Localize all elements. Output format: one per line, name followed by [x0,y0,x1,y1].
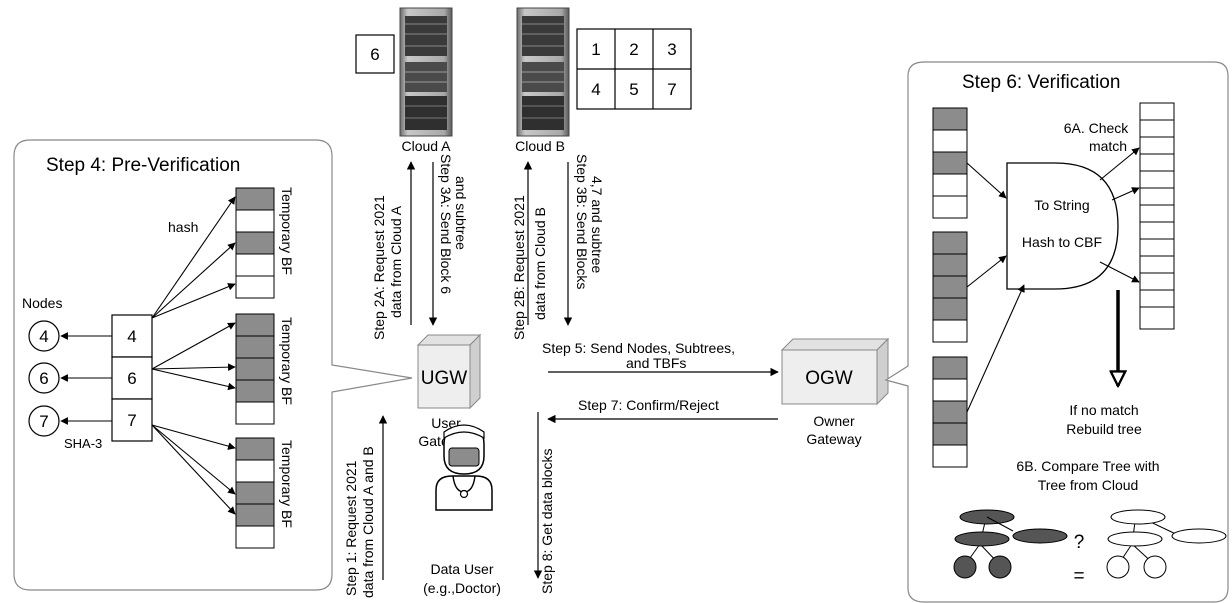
nodes-label: Nodes [22,295,62,311]
cloud-a-block-box [355,34,395,74]
cloud-b-block-grid: 1 2 3 4 5 7 [576,28,692,110]
step4-panel: Step 4: Pre-Verification hash Nodes SHA-… [13,139,413,591]
gate-input-arrows [966,162,1025,413]
cloud-b-block-7: 7 [667,80,676,99]
step4-title: Step 4: Pre-Verification [46,155,240,176]
check-match-line1: 6A. Check [1064,120,1130,136]
cloud-b-block-4: 4 [591,80,600,99]
doctor-icon [435,424,493,511]
tbf-label-3: Temporary BF [279,440,295,528]
node-box-label-6: 6 [127,369,136,388]
hash-arrows [151,196,236,515]
gate-output-arrows [1099,147,1140,283]
cloud-a-block-label: 6 [370,45,379,64]
compare-line1: 6B. Compare Tree with [1016,458,1159,474]
step6-title: Step 6: Verification [962,72,1120,93]
cloud-b-block-1: 1 [591,40,600,59]
cbf-column [1139,102,1175,330]
node-circle-7 [28,405,60,437]
process-line1: To String [1034,197,1089,213]
ugw-abbr: UGW [421,368,468,389]
cloud-a: 6 Cloud A [355,7,453,154]
cloud-a-label: Cloud A [401,138,451,154]
ogw-cube-icon [781,349,878,405]
temporary-bf-2 [235,313,275,425]
central-arrows [378,161,779,580]
step2a-line2: data from Cloud A [388,205,404,318]
process-line2: Hash to CBF [1022,234,1102,250]
node-circle-6 [28,362,60,394]
node-circle-4 [28,320,60,352]
ogw-name-line2: Gateway [806,431,861,447]
node-circle-label-4: 4 [39,327,48,346]
tbf-label-1: Temporary BF [279,187,295,275]
step5-line1: Step 5: Send Nodes, Subtrees, [542,340,735,356]
tbf-label-2: Temporary BF [279,317,295,405]
cloud-b-block-2: 2 [629,40,638,59]
step7-label: Step 7: Confirm/Reject [578,397,719,413]
compare-equals: = [1073,566,1084,587]
input-stack-2 [932,231,968,343]
compare-question: ? [1074,532,1085,553]
node-box-6 [111,356,153,400]
ugw-cube-icon [417,344,471,409]
step3b-line1: Step 3B: Send Blocks [574,154,590,289]
cloud-b-block-3: 3 [667,40,676,59]
process-gate [1006,162,1119,290]
step3a-line1: Step 3A: Send Block 6 [438,154,454,294]
node-circle-label-7: 7 [39,412,48,431]
server-rack-icon-b [516,7,570,137]
step2b-line1: Step 2B: Request 2021 [511,195,527,340]
cloud-b: Cloud B 1 2 3 4 5 7 [515,7,692,154]
compare-line2: Tree from Cloud [1038,477,1139,493]
node-stack: 4 6 7 [111,314,153,442]
nomatch-line2: Rebuild tree [1066,421,1142,437]
node-box-label-4: 4 [127,327,136,346]
step5-line2: and TBFs [626,355,686,371]
tree-outline-icon [1106,509,1227,579]
input-stack-3 [932,356,968,468]
node-box-4 [111,314,153,358]
ogw-gateway: OGW Owner Gateway [780,337,890,447]
tree-filled-icon [953,509,1068,579]
node-circles: 4 6 7 [28,320,60,437]
node-box-7 [111,398,153,442]
data-user-line2: (e.g.,Doctor) [423,580,501,596]
data-user-line1: Data User [430,561,493,577]
input-stack-1 [932,107,968,219]
cloud-b-label: Cloud B [515,138,565,154]
step3a-line2: and subtree [453,176,469,250]
step2b-line2: data from Cloud B [532,207,548,320]
temporary-bf-1 [235,187,275,299]
node-circle-label-6: 6 [39,369,48,388]
sha3-label: SHA-3 [64,436,102,451]
node-box-label-7: 7 [127,411,136,430]
step6-panel: Step 6: Verification To String Hash to C [884,61,1229,603]
cloud-b-block-5: 5 [629,80,638,99]
ogw-name-line1: Owner [813,413,855,429]
step4-callout-box [13,139,413,591]
step2a-line1: Step 2A: Request 2021 [371,195,387,340]
ogw-abbr: OGW [805,368,853,389]
step1-line1: Step 1: Request 2021 [343,460,359,596]
step1-line2: data from Cloud A and B [360,446,376,598]
check-match-line2: match [1089,138,1127,154]
server-rack-icon-a [399,7,453,137]
temporary-bf-3 [235,437,275,549]
step8-label: Step 8: Get data blocks [539,448,555,594]
step-labels: Step 2A: Request 2021 data from Cloud A … [343,154,735,598]
nomatch-line1: If no match [1069,402,1138,418]
step3b-line2: 4,7 and subtree [589,176,605,274]
hash-label: hash [168,219,198,235]
